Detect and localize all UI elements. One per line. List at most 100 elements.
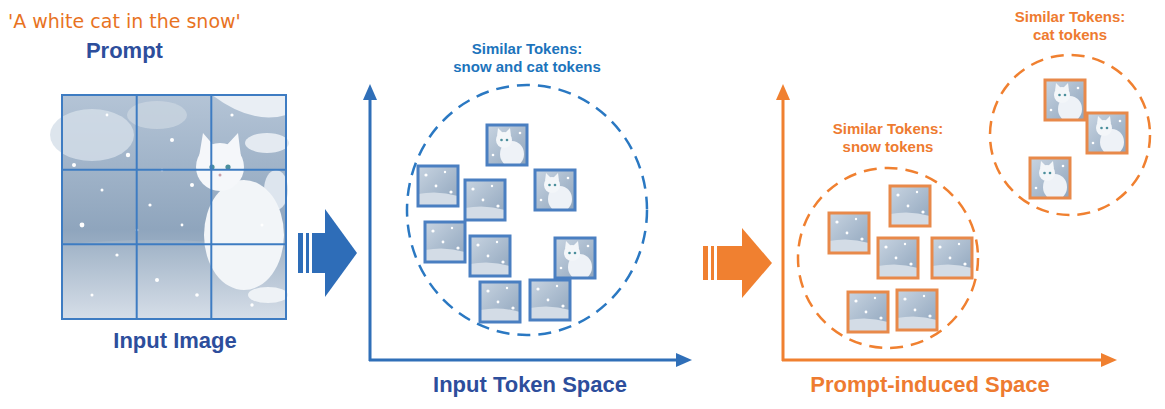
prompt-heading: Prompt xyxy=(86,38,163,64)
token-tile xyxy=(932,238,972,278)
axis-line xyxy=(782,96,785,361)
token-tile xyxy=(890,186,930,226)
arrow-shaft xyxy=(703,246,743,280)
token-tile xyxy=(555,238,595,280)
arrow-stripe xyxy=(714,245,717,281)
arrow-stripe xyxy=(303,232,306,274)
grid-line xyxy=(62,169,286,171)
snowflake xyxy=(106,114,109,117)
snowflake xyxy=(250,303,253,306)
snowflake xyxy=(170,138,174,142)
grid-line xyxy=(210,95,212,319)
snowflake xyxy=(126,153,130,157)
snowflake xyxy=(115,253,118,256)
token-picture xyxy=(897,290,937,330)
token-border xyxy=(530,280,570,320)
token-picture xyxy=(829,213,869,253)
snow-tokens xyxy=(829,186,972,332)
token-tile xyxy=(1045,80,1085,122)
snowflake xyxy=(155,278,159,282)
panel-caption: Prompt-induced Space xyxy=(810,372,1050,398)
snowflake xyxy=(230,113,233,116)
token-tile xyxy=(418,166,458,206)
token-cluster: Similar Tokens: snow tokens xyxy=(790,120,990,352)
cat-tail xyxy=(248,287,288,303)
snowflake xyxy=(195,293,199,297)
token-tile xyxy=(1087,113,1127,155)
token-border xyxy=(878,238,918,278)
token-border xyxy=(1045,80,1085,120)
token-border xyxy=(425,222,465,262)
token-picture xyxy=(555,238,595,280)
token-cluster: Similar Tokens: snow and cat tokens xyxy=(395,40,660,340)
token-tile xyxy=(470,236,510,276)
grid-line xyxy=(136,95,138,319)
token-picture xyxy=(1030,158,1070,200)
prompt-text: 'A white cat in the snow' xyxy=(8,10,241,33)
token-picture xyxy=(465,180,505,220)
snowflake xyxy=(190,183,194,187)
token-border xyxy=(465,180,505,220)
token-border xyxy=(418,166,458,206)
arrow-head xyxy=(325,209,357,297)
panel-caption: Input Image xyxy=(113,328,236,354)
flow-arrow xyxy=(298,209,357,297)
token-picture xyxy=(425,222,465,262)
token-picture xyxy=(535,170,575,212)
token-picture xyxy=(470,236,510,276)
arrow-head xyxy=(742,228,772,298)
input-image-box: Input Image xyxy=(55,95,295,360)
axis-arrowhead xyxy=(776,84,790,100)
token-border xyxy=(480,282,520,322)
token-tile xyxy=(848,292,888,332)
token-tile xyxy=(829,213,869,253)
snowflake xyxy=(181,224,184,227)
snowflake xyxy=(148,203,151,206)
panel-caption: Input Token Space xyxy=(433,372,627,398)
token-border xyxy=(1087,113,1127,153)
token-picture xyxy=(890,186,930,226)
token-picture xyxy=(530,280,570,320)
cat-nose xyxy=(219,174,222,177)
token-border xyxy=(932,238,972,278)
cluster-label: Similar Tokens: snow and cat tokens xyxy=(452,40,603,76)
axis-arrowhead xyxy=(363,84,377,100)
token-tile xyxy=(480,282,520,322)
token-border xyxy=(890,186,930,226)
token-picture xyxy=(932,238,972,278)
axis-line xyxy=(782,359,1105,362)
token-cluster: Similar Tokens: cat tokens xyxy=(985,8,1155,220)
token-space-panel: Prompt-induced Space Similar Tokens: snow… xyxy=(775,0,1160,409)
token-tile xyxy=(487,125,527,167)
prompt-axes xyxy=(776,84,1117,367)
snowflake xyxy=(261,224,264,227)
snowflake xyxy=(101,189,104,192)
grid-line xyxy=(62,243,286,245)
dashed-circle xyxy=(990,55,1150,215)
snowflake xyxy=(91,294,94,297)
token-border xyxy=(487,125,527,165)
token-picture xyxy=(878,238,918,278)
token-border xyxy=(555,238,595,278)
token-tile xyxy=(425,222,465,262)
input-tokens xyxy=(418,125,595,322)
dashed-circle xyxy=(407,85,647,335)
cluster-label: Similar Tokens: cat tokens xyxy=(1009,8,1131,44)
token-picture xyxy=(418,166,458,206)
axis-line xyxy=(369,359,680,362)
snowy-branch xyxy=(212,95,286,118)
token-tile xyxy=(878,238,918,278)
axis-arrowhead xyxy=(1101,353,1117,367)
image-border xyxy=(62,95,286,319)
token-tile xyxy=(897,290,937,330)
token-tile xyxy=(465,180,505,220)
token-picture xyxy=(487,125,527,167)
axis-line xyxy=(369,96,372,361)
arrow-shaft xyxy=(298,233,326,273)
snowflake xyxy=(72,163,76,167)
token-picture xyxy=(1045,80,1085,122)
arrow-stripe xyxy=(708,245,711,281)
